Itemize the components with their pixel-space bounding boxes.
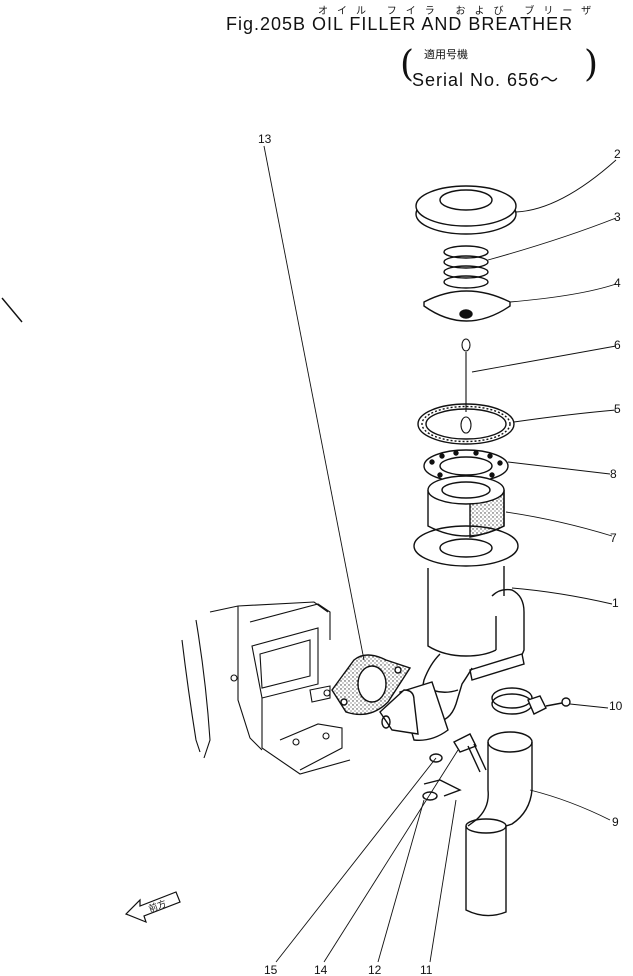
figure-title: Fig.205B OIL FILLER AND BREATHER xyxy=(226,14,574,34)
flange-gasket-part xyxy=(331,654,412,716)
callout-3: 3 xyxy=(614,210,621,224)
bolt-part xyxy=(453,733,487,773)
callout-13: 13 xyxy=(258,132,272,146)
callout-5: 5 xyxy=(614,402,621,416)
callout-12: 12 xyxy=(368,963,382,976)
callout-11: 11 xyxy=(420,963,433,976)
engine-block-outline xyxy=(181,601,351,775)
bracket-part xyxy=(423,779,462,797)
callout-15: 15 xyxy=(264,963,278,976)
filter-element-part xyxy=(427,475,505,538)
front-arrow-icon xyxy=(124,891,181,924)
breather-hose-part xyxy=(465,731,533,917)
callout-9: 9 xyxy=(612,815,619,829)
washer-part xyxy=(429,753,443,763)
front-direction-label: 前方 xyxy=(147,897,168,913)
callout-7: 7 xyxy=(610,531,617,545)
paren-left: ( xyxy=(400,44,415,85)
callout-14: 14 xyxy=(314,963,328,976)
callout-10: 10 xyxy=(609,699,623,713)
callout-4: 4 xyxy=(614,276,621,290)
applicable-label: 適用号機 xyxy=(424,49,468,61)
filler-body-part xyxy=(379,525,525,741)
cap-part xyxy=(415,185,517,235)
hose-clamp-part xyxy=(491,687,571,715)
plate-part xyxy=(423,290,511,322)
chain-part xyxy=(460,338,472,434)
gasket-ring-part xyxy=(417,403,515,445)
callout-6: 6 xyxy=(614,338,621,352)
callout-2: 2 xyxy=(614,147,621,161)
lock-washer-part xyxy=(422,791,438,801)
callout-1: 1 xyxy=(612,596,619,610)
callout-8: 8 xyxy=(610,467,617,481)
spring-part xyxy=(443,245,489,289)
serial-range: Serial No. 656～ xyxy=(412,70,560,90)
stray-mark xyxy=(1,297,23,323)
title-kana: オイル フイラ および ブリーザ xyxy=(318,6,601,17)
paren-right: ) xyxy=(584,44,599,85)
